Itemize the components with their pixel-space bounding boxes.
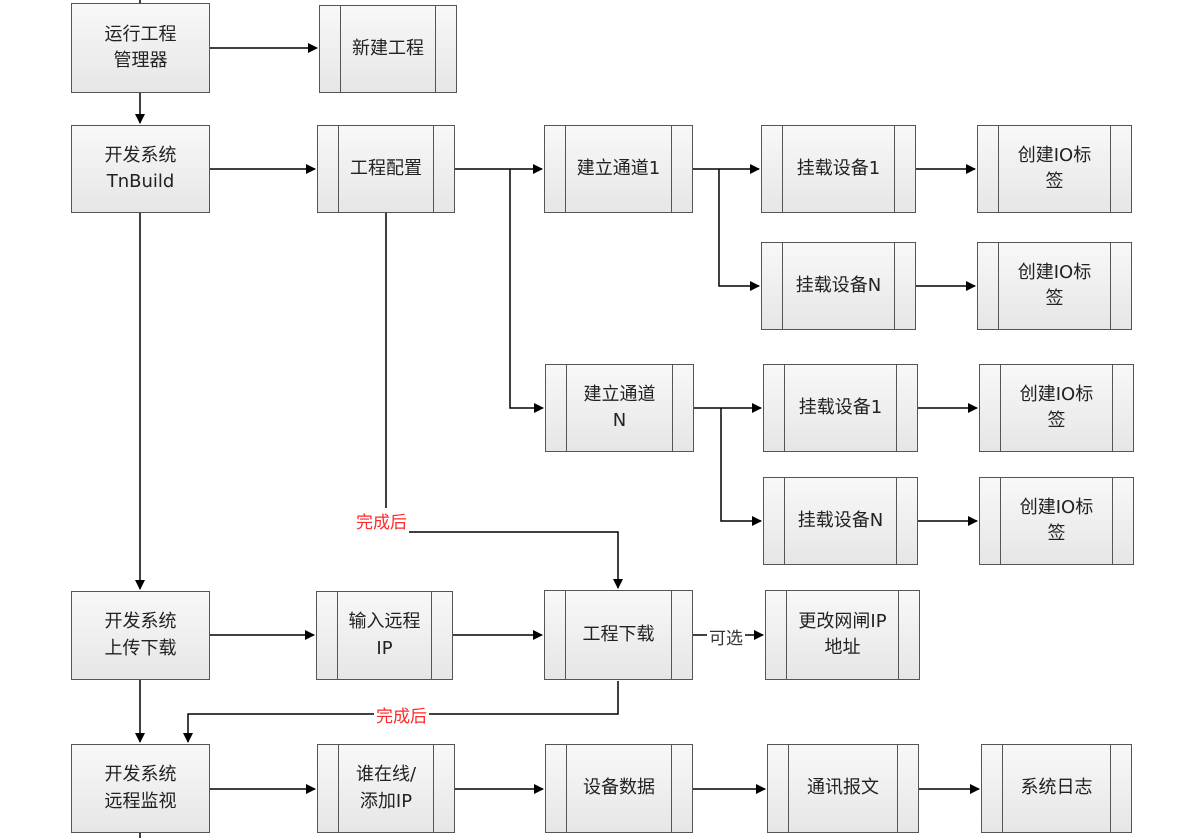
node-mount-device-1a: 挂载设备1	[761, 125, 916, 213]
node-io-tag-4-text: 创建IO标 签	[1019, 496, 1094, 544]
node-system-log-text: 系统日志	[1020, 777, 1093, 799]
arrow-chn-to-mountnb	[720, 408, 762, 526]
node-channel-n-text: 建立通道 N	[583, 383, 656, 431]
edge-label-optional: 可选	[707, 624, 745, 649]
node-io-tag-2-text: 创建IO标 签	[1017, 261, 1092, 309]
node-run-manager: 运行工程 管理器	[71, 3, 210, 93]
node-io-tag-1-text: 创建IO标 签	[1017, 144, 1092, 192]
node-new-project: 新建工程	[319, 5, 457, 93]
node-who-online: 谁在线/ 添加IP	[317, 744, 455, 833]
arrow-config-to-download	[385, 213, 623, 589]
node-channel-1: 建立通道1	[544, 125, 693, 213]
node-mount-device-1b-text: 挂载设备1	[798, 396, 883, 418]
edge-label-done-after-1: 完成后	[354, 508, 409, 533]
node-io-tag-2: 创建IO标 签	[977, 242, 1132, 330]
node-change-gateway-ip: 更改网闸IP 地址	[765, 590, 920, 680]
node-io-tag-4: 创建IO标 签	[979, 477, 1134, 565]
node-mount-device-nb: 挂载设备N	[763, 477, 918, 565]
node-io-tag-3: 创建IO标 签	[979, 364, 1134, 452]
node-dev-remote-monitor: 开发系统 远程监视	[71, 744, 210, 833]
node-dev-upload: 开发系统 上传下载	[71, 591, 210, 680]
edge-label-done-after-2: 完成后	[374, 702, 429, 727]
node-mount-device-1b: 挂载设备1	[763, 364, 918, 452]
node-system-log: 系统日志	[981, 744, 1132, 833]
arrow-config-to-chn	[509, 169, 544, 413]
node-project-config: 工程配置	[317, 125, 455, 213]
arrow-ch1-to-mountna	[718, 169, 760, 291]
node-project-download: 工程下载	[544, 590, 693, 680]
node-mount-device-na-text: 挂载设备N	[795, 274, 882, 296]
node-who-online-text: 谁在线/ 添加IP	[355, 764, 417, 812]
node-new-project-text: 新建工程	[352, 37, 424, 59]
node-device-data-text: 设备数据	[583, 777, 655, 799]
node-dev-remote-monitor-text: 开发系统 远程监视	[104, 764, 177, 812]
node-io-tag-3-text: 创建IO标 签	[1019, 383, 1094, 431]
node-change-gateway-ip-text: 更改网闸IP 地址	[798, 610, 887, 658]
node-io-tag-1: 创建IO标 签	[977, 125, 1132, 213]
node-run-manager-text: 运行工程 管理器	[104, 23, 177, 71]
node-channel-n: 建立通道 N	[545, 364, 694, 452]
node-device-data: 设备数据	[545, 744, 693, 833]
node-dev-upload-text: 开发系统 上传下载	[104, 611, 177, 659]
node-dev-tnbuild: 开发系统 TnBuild	[71, 125, 210, 213]
node-mount-device-na: 挂载设备N	[761, 242, 916, 330]
node-input-remote-ip: 输入远程 IP	[316, 591, 453, 680]
node-mount-device-1a-text: 挂载设备1	[796, 157, 881, 179]
node-comm-message: 通讯报文	[767, 744, 919, 833]
node-channel-1-text: 建立通道1	[576, 157, 661, 179]
node-mount-device-nb-text: 挂载设备N	[797, 509, 884, 531]
node-project-config-text: 工程配置	[350, 157, 422, 179]
node-comm-message-text: 通讯报文	[807, 777, 879, 799]
node-input-remote-ip-text: 输入远程 IP	[348, 611, 421, 659]
node-dev-tnbuild-text: 开发系统 TnBuild	[104, 144, 177, 192]
node-project-download-text: 工程下载	[582, 623, 655, 645]
